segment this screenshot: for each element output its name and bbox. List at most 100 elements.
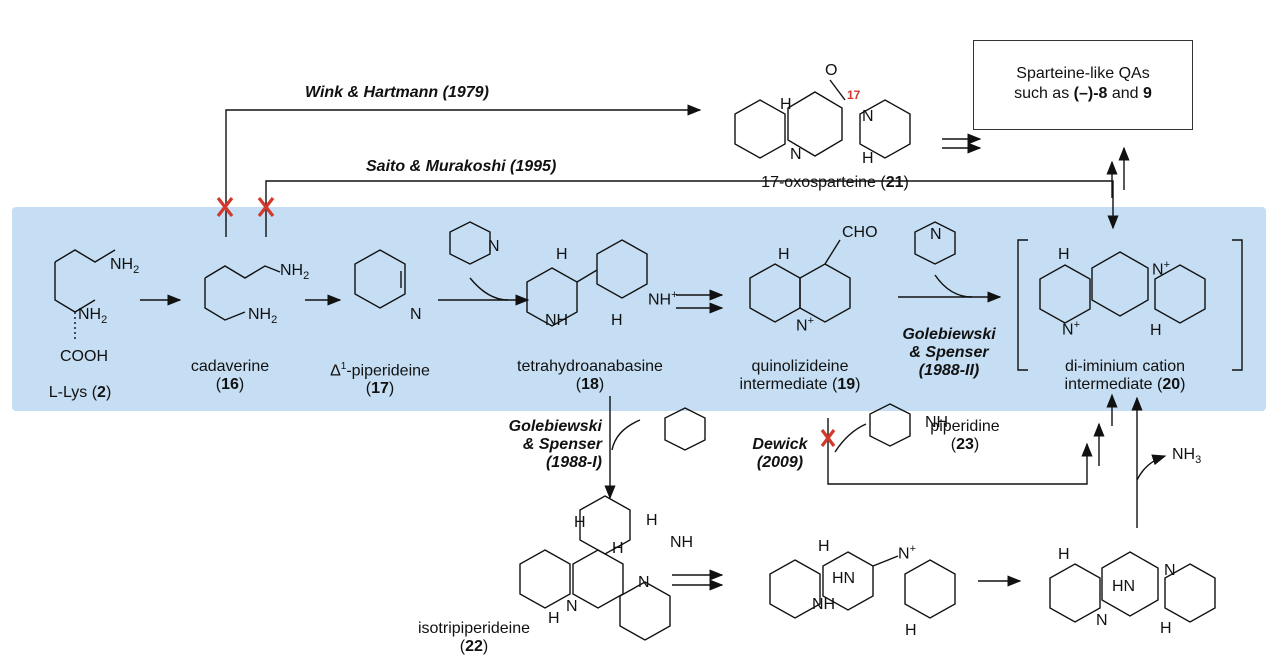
atom-thab-h2: H [611, 312, 623, 329]
atom-reagent2-n: N [930, 226, 942, 243]
atom-di-h2: H [1150, 322, 1162, 339]
atom-cad-nh2-top: NH2 [280, 262, 310, 283]
atom-reagent-n: N [488, 238, 500, 255]
lys-chain [54, 249, 116, 263]
label-cadaverine: cadaverine(16) [190, 358, 270, 393]
atom-right-h2: H [1160, 620, 1172, 637]
cross-wink-b [216, 197, 234, 217]
atom-iso-h2: H [612, 540, 624, 557]
wink-route-line [225, 104, 702, 237]
mid-link [872, 555, 899, 567]
dewick-route-line [827, 418, 1093, 485]
ref-saito-murakoshi: Saito & Murakoshi (1995) [366, 158, 557, 175]
right-ring-b [1101, 551, 1159, 617]
atom-thab-nh: NH [545, 312, 569, 329]
ref-dewick: Dewick(2009) [752, 436, 808, 471]
ref-wink-hartmann: Wink & Hartmann (1979) [305, 84, 489, 101]
atom-mid-hn: HN [832, 570, 856, 587]
piperidine-ring [869, 403, 911, 447]
label-piperideine: Δ1-piperideine(17) [330, 361, 430, 398]
atom-oxo-n1: N [862, 108, 874, 125]
atom-oxo-h2: H [862, 150, 874, 167]
di-ring-a [1039, 264, 1091, 324]
atom-nh3: NH3 [1172, 446, 1202, 467]
atom-quin-cho: CHO [842, 224, 878, 241]
atom-iso-h1: H [574, 514, 586, 531]
iso-ring-c [579, 495, 631, 555]
atom-iso-n2: N [638, 574, 650, 591]
gs1-reagent-ring [664, 407, 706, 451]
oxo-ring-c [859, 99, 911, 159]
atom-right-n2: N [1096, 612, 1108, 629]
iso-ring-d [619, 581, 671, 641]
label-isotripiperideine: isotripiperideine(22) [417, 620, 531, 655]
atom-thab-nh-plus: NH+ [648, 289, 678, 309]
atom-mid-n: N+ [898, 543, 916, 563]
curved-arrow-piperideine-in [469, 277, 509, 301]
iso-ring-b [572, 549, 624, 609]
curved-arrow-piperidine [834, 423, 867, 453]
atom-quin-n: N+ [796, 315, 814, 335]
atom-oxo-n2: N [790, 146, 802, 163]
oxo-ring-a [734, 99, 786, 159]
curved-arrow-gs1 [611, 419, 641, 451]
product-box-text: Sparteine-like QAs such as (–)-8 and 9 [1014, 65, 1152, 102]
cross-dewick-b [820, 429, 836, 447]
iso-ring-a [519, 549, 571, 609]
bracket-left [1017, 239, 1028, 371]
atom-piperidine-nh: NH [925, 414, 949, 431]
atom-oxo-h1: H [780, 96, 792, 113]
oxo-carbonyl [829, 79, 846, 101]
piperideine-reagent-ring [449, 221, 491, 265]
label-tetrahydroanabasine: tetrahydroanabasine(18) [517, 358, 663, 393]
label-locant-17: 17 [847, 88, 861, 102]
di-ring-b [1091, 251, 1149, 317]
atom-right-h1: H [1058, 546, 1070, 563]
cadaverine-chain [204, 265, 281, 279]
atom-right-n1: N [1164, 562, 1176, 579]
atom-di-n2: N+ [1062, 319, 1080, 339]
quin-ring-b [799, 263, 851, 323]
atom-right-hn: HN [1112, 578, 1136, 595]
atom-piperideine-n: N [410, 306, 422, 323]
curved-arrow-iminium-in [934, 274, 973, 298]
product-box: Sparteine-like QAs such as (–)-8 and 9 [973, 40, 1193, 130]
atom-lys-cooh: COOH [60, 348, 108, 365]
atom-quin-h: H [778, 246, 790, 263]
lys-chain-2 [54, 262, 96, 313]
blocked-route-marks [216, 197, 836, 447]
atom-di-n1: N+ [1152, 259, 1170, 279]
oxo-ring-b [787, 91, 843, 157]
atom-lys-nh2-top: NH2 [110, 256, 140, 277]
atom-lys-nh2-alpha: NH2 [78, 306, 108, 327]
thab-link [576, 269, 598, 283]
right-ring-c [1164, 563, 1216, 623]
highlighted-pathway-band [12, 207, 1266, 411]
atom-mid-h2: H [905, 622, 917, 639]
right-ring-a [1049, 563, 1101, 623]
atom-cad-nh2-bottom: NH2 [248, 306, 278, 327]
iminium-reagent-ring [914, 221, 956, 265]
bracket-right [1232, 239, 1243, 371]
atom-di-h1: H [1058, 246, 1070, 263]
atom-iso-n1: N [566, 598, 578, 615]
atom-iso-h4: H [548, 610, 560, 627]
atom-mid-h: H [818, 538, 830, 555]
ref-gs-1988-i: Golebiewski& Spenser(1988-I) [508, 418, 602, 471]
cross-saito-b [257, 197, 275, 217]
mid-ring-c [904, 559, 956, 619]
piperideine-ring [354, 249, 406, 309]
mid-ring-a [769, 559, 821, 619]
ref-gs-1988-ii: Golebiewski& Spenser(1988-II) [902, 326, 996, 379]
thab-ring-b [596, 239, 648, 299]
atom-mid-nh: NH [812, 596, 836, 613]
quin-ring-a [749, 263, 801, 323]
saito-route-line [265, 180, 1119, 237]
label-17-oxosparteine: 17-oxosparteine (21) [761, 174, 909, 191]
atom-iso-h3: H [646, 512, 658, 529]
arrow-nh3-out [1136, 454, 1167, 481]
